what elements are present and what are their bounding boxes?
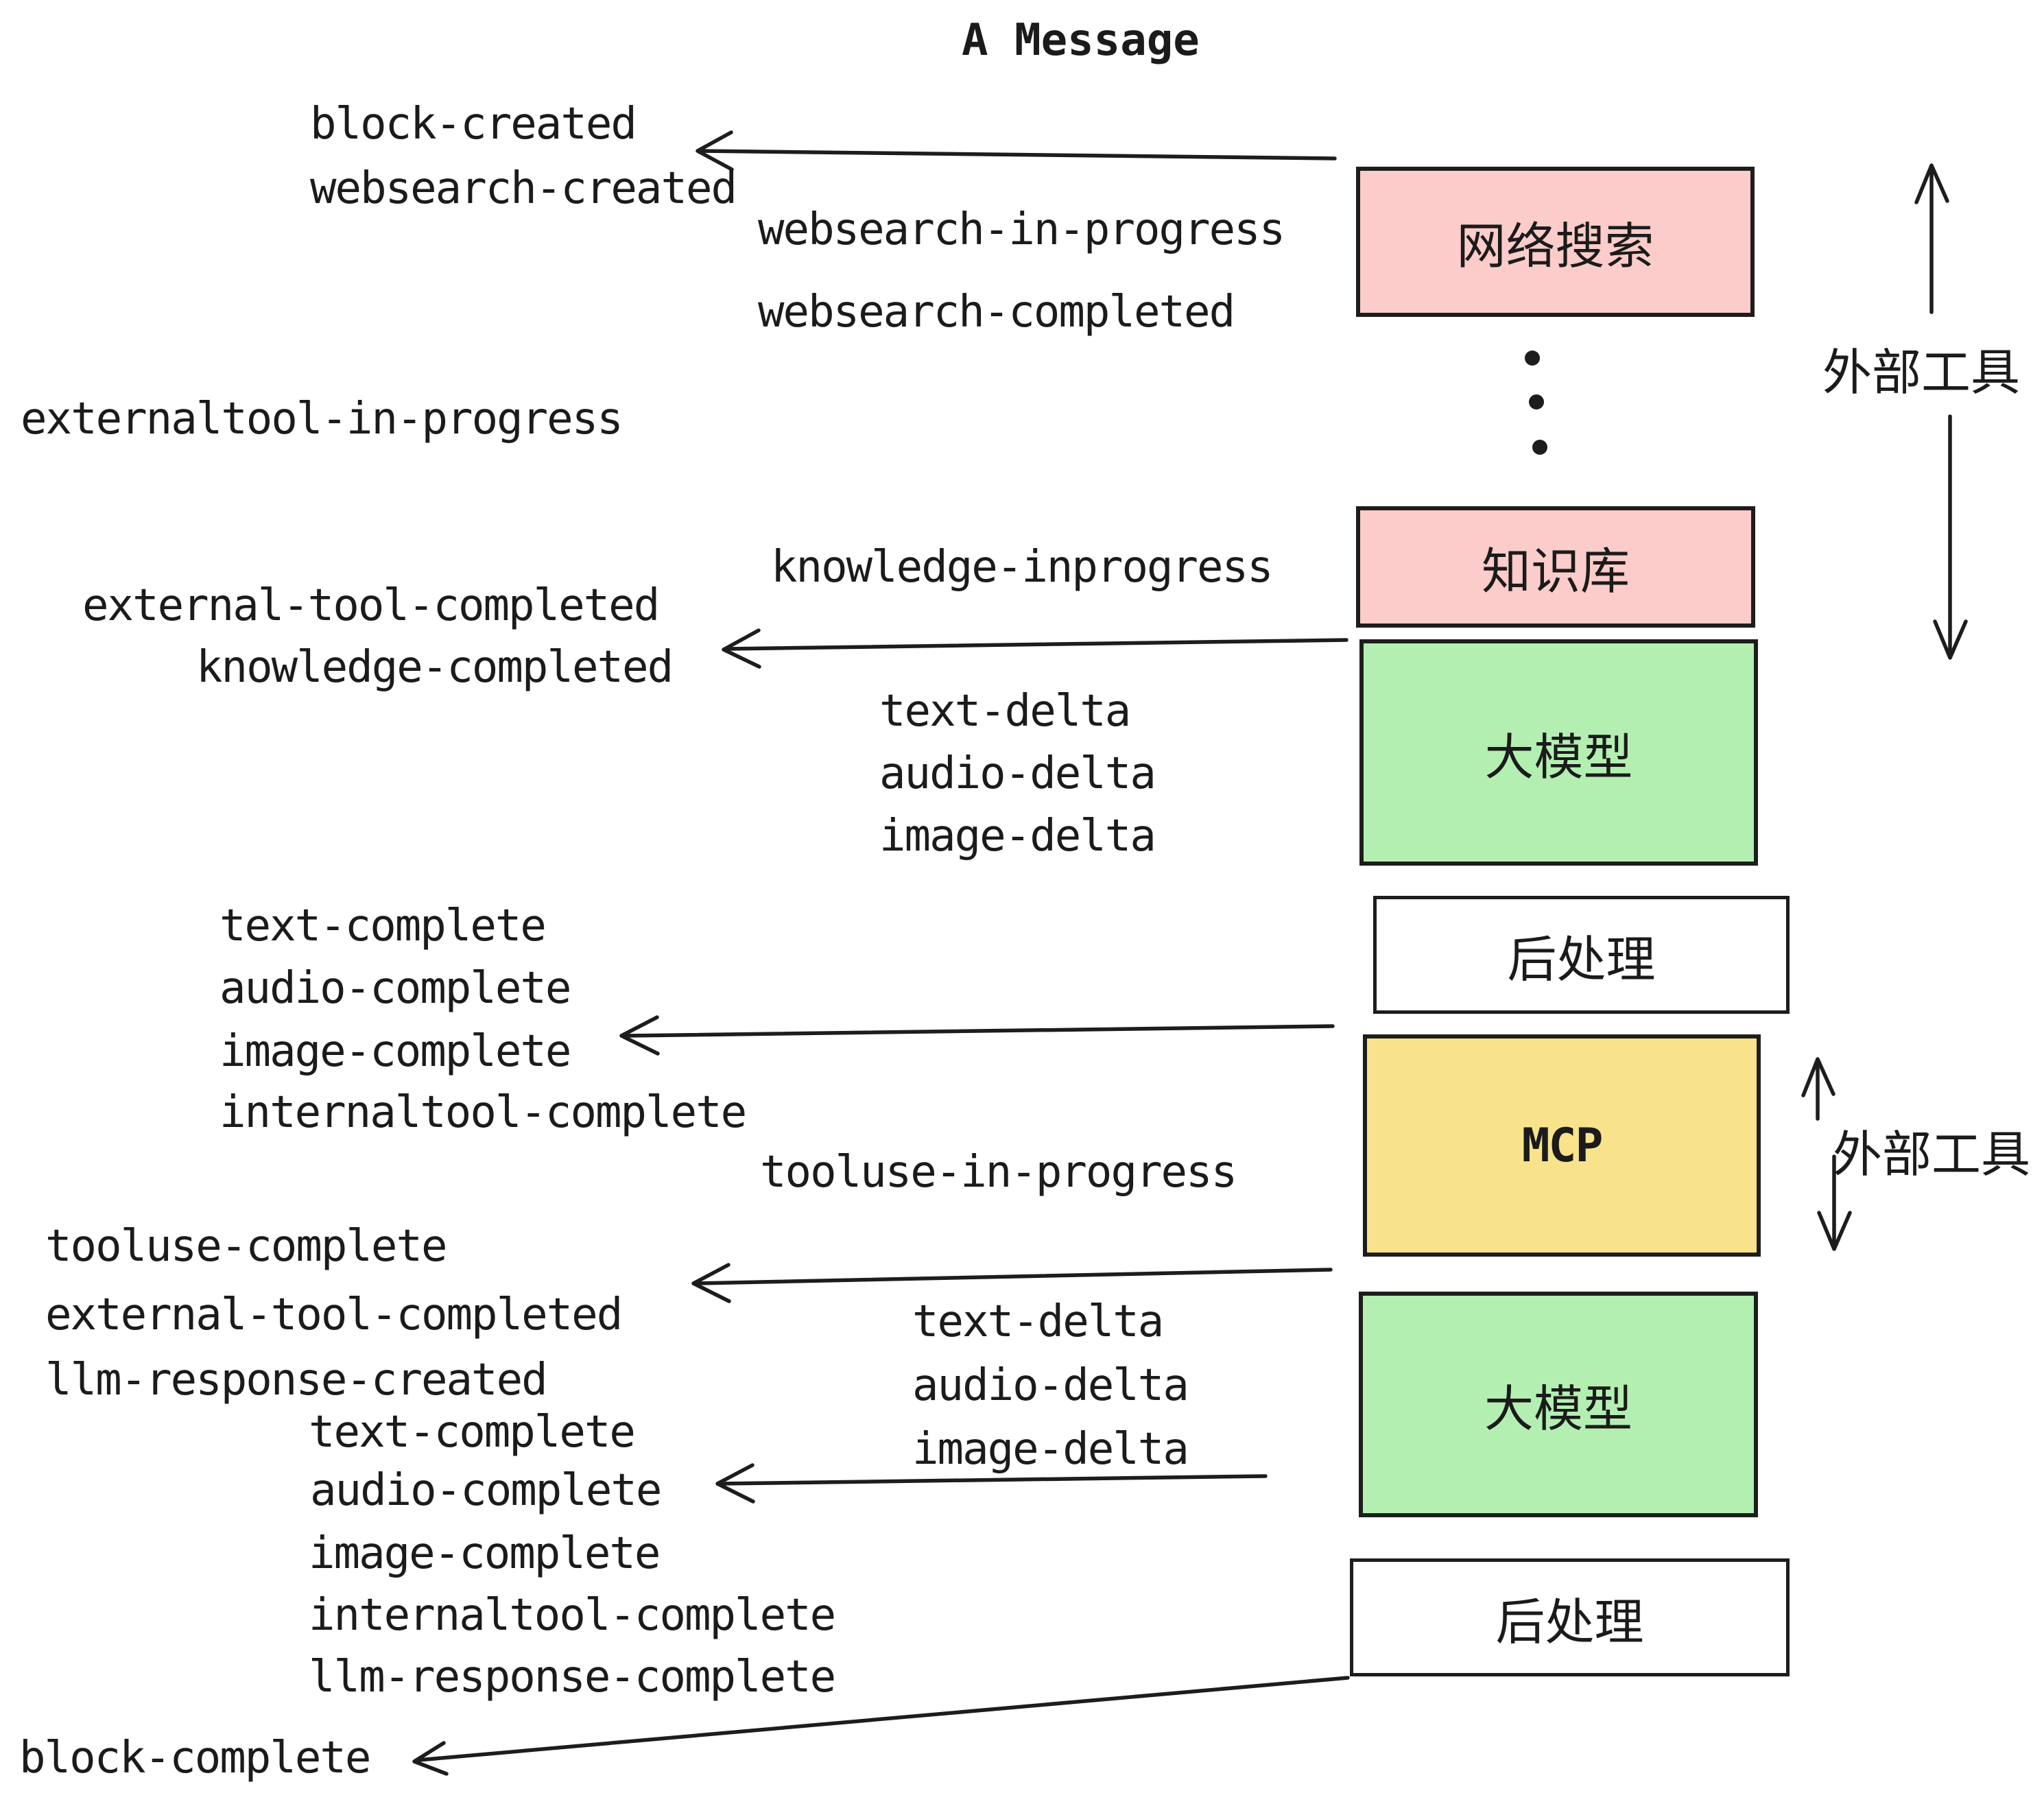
arrow-to-block-complete	[412, 1676, 1350, 1776]
node-mcp-label: MCP	[1521, 1118, 1604, 1173]
node-llm2-label: 大模型	[1484, 1380, 1632, 1438]
external-tools-bottom-label: 外部工具	[1833, 1126, 2031, 1183]
event-label-block-complete: block-complete	[19, 1733, 371, 1783]
arrow-to-image-complete	[619, 1015, 1335, 1056]
external-tools-top-up-arrow	[1914, 163, 1949, 314]
node-post1-box: 后处理	[1373, 896, 1790, 1014]
external-tools-top-label: 外部工具	[1822, 344, 2021, 401]
event-label-image-delta-1: image-delta	[879, 811, 1156, 862]
event-label-image-complete-1: image-complete	[219, 1026, 571, 1077]
event-label-audio-delta-1: audio-delta	[879, 748, 1156, 799]
node-post1-label: 后处理	[1507, 930, 1656, 988]
event-label-internaltool-complete-2: internaltool-complete	[309, 1590, 836, 1641]
node-llm1-box: 大模型	[1359, 639, 1758, 866]
event-label-knowledge-inprogress: knowledge-inprogress	[771, 542, 1274, 593]
event-label-text-delta-2: text-delta	[912, 1296, 1164, 1347]
node-knowledge-box: 知识库	[1356, 506, 1755, 628]
node-mcp-box: MCP	[1363, 1034, 1761, 1257]
ellipsis-dots-icon	[1525, 351, 1547, 455]
event-label-text-complete-2: text-complete	[309, 1407, 636, 1458]
event-label-knowledge-completed: knowledge-completed	[196, 642, 674, 693]
event-label-llm-response-complete: llm-response-complete	[309, 1652, 836, 1702]
node-post2-box: 后处理	[1350, 1558, 1790, 1676]
event-label-internaltool-complete-1: internaltool-complete	[219, 1087, 747, 1138]
event-label-websearch-in-progress: websearch-in-progress	[758, 204, 1285, 255]
arrow-to-audio-complete	[715, 1463, 1268, 1504]
event-label-text-delta-1: text-delta	[879, 686, 1131, 737]
event-label-llm-response-created: llm-response-created	[45, 1355, 548, 1405]
node-llm2-box: 大模型	[1359, 1292, 1758, 1517]
event-label-audio-complete-1: audio-complete	[219, 963, 571, 1014]
event-label-audio-complete-2: audio-complete	[310, 1465, 662, 1516]
external-tools-top-down-arrow	[1933, 414, 1968, 660]
arrow-to-block-created	[696, 130, 1337, 171]
event-label-websearch-created: websearch-created	[310, 163, 737, 214]
node-websearch-label: 网络搜索	[1456, 217, 1654, 275]
event-label-external-tool-completed-2: external-tool-completed	[45, 1290, 623, 1340]
event-label-image-delta-2: image-delta	[912, 1424, 1189, 1475]
event-label-image-complete-2: image-complete	[309, 1528, 661, 1579]
event-label-websearch-completed: websearch-completed	[758, 287, 1235, 337]
event-label-externaltool-in-progress: externaltool-in-progress	[21, 394, 623, 444]
event-label-tooluse-in-progress: tooluse-in-progress	[760, 1147, 1237, 1198]
page-title: A Message	[962, 15, 1200, 66]
node-llm1-label: 大模型	[1484, 728, 1633, 786]
node-websearch-box: 网络搜索	[1356, 167, 1755, 317]
event-label-external-tool-completed-1: external-tool-completed	[82, 580, 660, 631]
external-tools-bottom-up-arrow	[1801, 1057, 1835, 1121]
node-knowledge-label: 知识库	[1481, 543, 1630, 600]
event-label-tooluse-complete: tooluse-complete	[45, 1221, 447, 1272]
event-label-block-created: block-created	[310, 99, 637, 150]
event-label-text-complete-1: text-complete	[219, 901, 547, 951]
arrow-to-knowledge-completed	[722, 628, 1348, 669]
arrow-to-external-tool-completed	[691, 1263, 1333, 1303]
node-post2-label: 后处理	[1495, 1593, 1644, 1651]
event-label-audio-delta-2: audio-delta	[912, 1360, 1189, 1411]
external-tools-bottom-down-arrow	[1817, 1154, 1852, 1251]
